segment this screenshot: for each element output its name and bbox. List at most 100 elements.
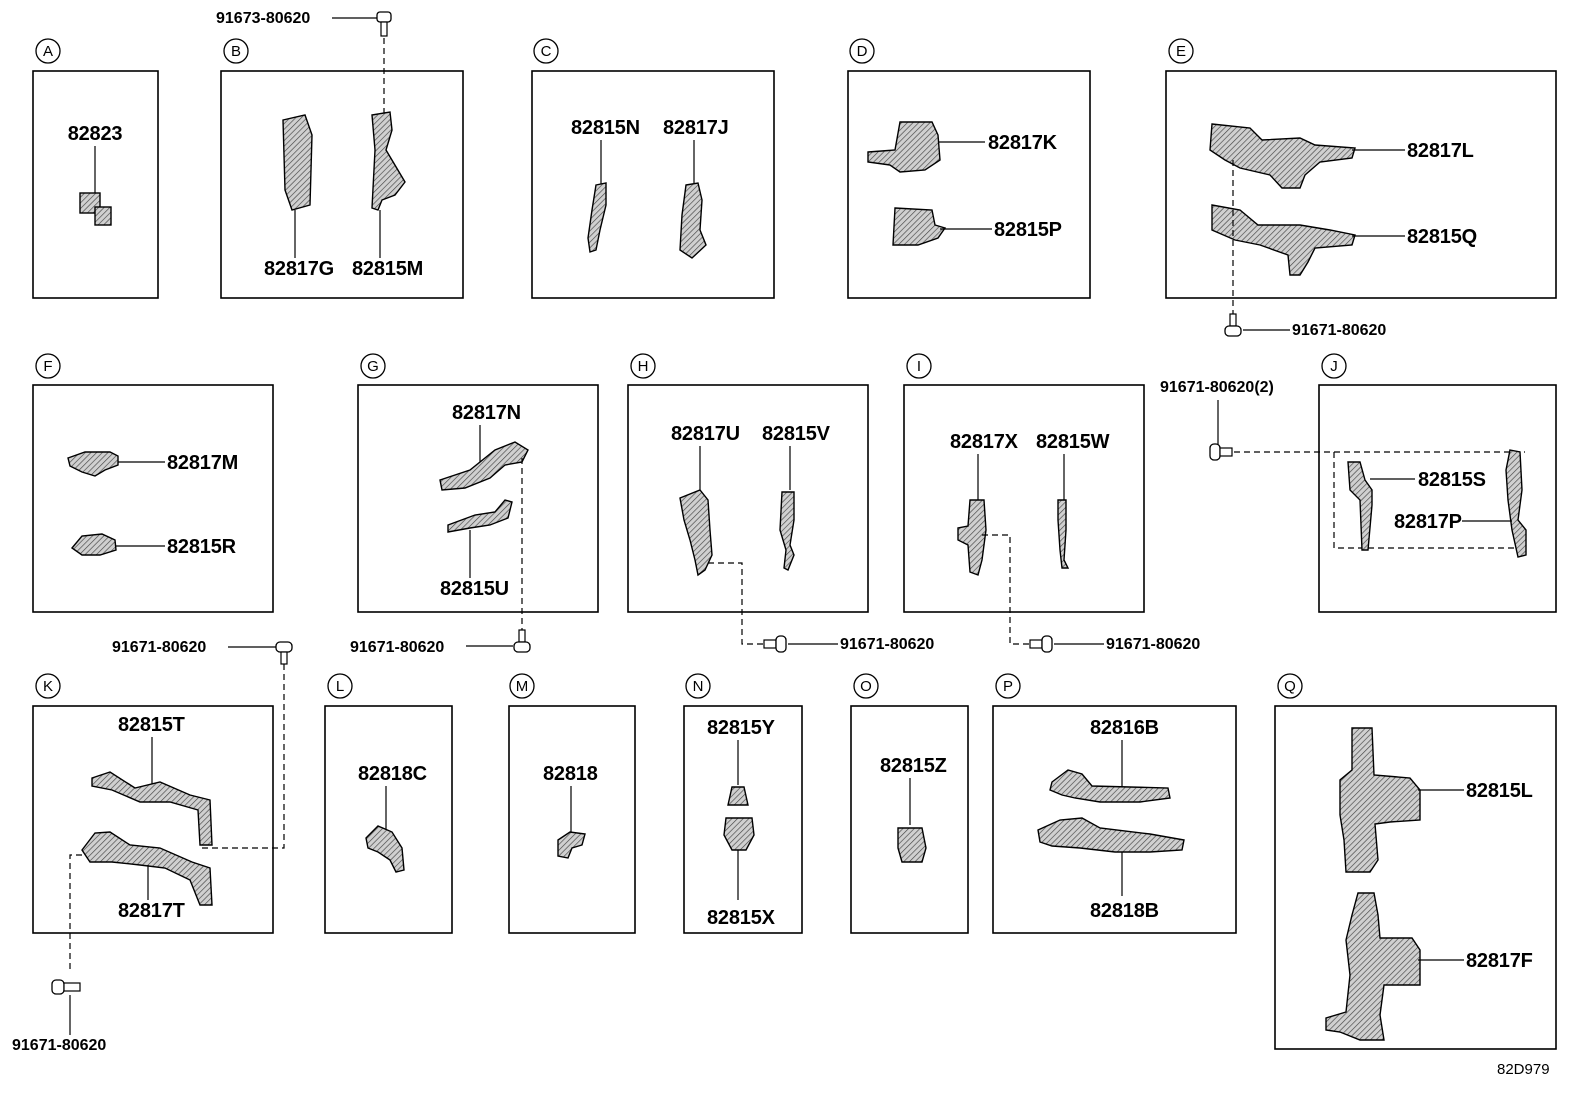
part-82817l-label: 82817L: [1407, 140, 1474, 162]
section-a-letter: A: [43, 43, 53, 60]
section-e: E 82817L 82815Q 91671-80620: [1165, 38, 1557, 339]
section-l: L 82818C: [324, 673, 453, 934]
section-q-box: [1274, 705, 1557, 1050]
part-82815u-shape: [447, 499, 513, 533]
section-e-box: [1165, 70, 1557, 299]
part-82817g-shape: [282, 114, 313, 211]
part-82815m-label: 82815M: [352, 258, 423, 280]
bolt-i-label: 91671-80620: [1106, 636, 1200, 653]
part-82817m-label: 82817M: [167, 452, 238, 474]
part-82815t-label: 82815T: [118, 714, 185, 736]
part-82817k-shape: [867, 121, 941, 173]
section-d-box: [847, 70, 1091, 299]
section-f-letter: F: [43, 358, 52, 375]
part-82815x-label: 82815X: [707, 907, 776, 929]
part-82823-shape: [79, 192, 112, 226]
part-82817l-shape: [1209, 123, 1356, 189]
part-82815v-label: 82815V: [762, 423, 831, 445]
section-b-letter: B: [231, 43, 241, 60]
part-82818b-shape: [1037, 817, 1185, 853]
section-m: M 82818: [508, 673, 636, 934]
section-c-box: [531, 70, 775, 299]
bolt-b-icon: [376, 11, 392, 37]
bolt-g-label: 91671-80620: [350, 639, 444, 656]
section-j-letter: J: [1330, 358, 1338, 375]
section-m-box: [508, 705, 636, 934]
section-q-letter: Q: [1284, 678, 1296, 695]
section-k: K 91671-80620 82815T 82817T 91671-80620: [12, 639, 293, 1054]
section-i: I 82817X 82815W 91671-80620: [903, 353, 1200, 653]
section-p-box: [992, 705, 1237, 934]
section-p: P 82816B 82818B: [992, 673, 1237, 934]
part-82815w-label: 82815W: [1036, 431, 1110, 453]
bolt-j-icon: [1209, 443, 1233, 461]
bolt-k-bottom-icon: [51, 979, 81, 995]
part-82817m-shape: [67, 451, 119, 477]
bolt-j-label: 91671-80620(2): [1160, 379, 1274, 396]
part-82815p-shape: [892, 207, 947, 246]
section-l-letter: L: [336, 678, 344, 695]
part-82815y-label: 82815Y: [707, 717, 776, 739]
bolt-g-icon: [513, 629, 531, 653]
part-82815z-shape: [897, 827, 927, 863]
section-d-letter: D: [857, 43, 868, 60]
section-e-letter: E: [1176, 43, 1186, 60]
section-h: H 82817U 82815V 91671-80620: [627, 353, 934, 653]
part-82815q-shape: [1211, 204, 1356, 276]
section-i-box: [903, 384, 1145, 613]
section-d: D 82817K 82815P: [847, 38, 1091, 299]
section-g: G 82817N 82815U 91671-80620: [350, 353, 599, 656]
part-82817f-label: 82817F: [1466, 950, 1533, 972]
part-82818c-label: 82818C: [358, 763, 427, 785]
section-k-box: [32, 705, 274, 934]
section-b-box: [220, 70, 464, 299]
part-82815v-shape: [779, 491, 795, 571]
section-q: Q 82815L 82817F: [1274, 673, 1557, 1050]
section-b: B 91673-80620 82817G 82815M: [216, 10, 464, 299]
part-82815l-label: 82815L: [1466, 780, 1533, 802]
bolt-k-bottom-label: 91671-80620: [12, 1037, 106, 1054]
section-h-letter: H: [638, 358, 649, 375]
part-82818b-label: 82818B: [1090, 900, 1159, 922]
section-a-box: [32, 70, 159, 299]
part-82818c-shape: [365, 825, 405, 873]
part-82817u-shape: [679, 489, 713, 577]
part-82818-shape: [557, 831, 586, 859]
section-o: O 82815Z: [850, 673, 969, 934]
part-82817x-shape: [957, 499, 987, 576]
part-82815r-label: 82815R: [167, 536, 237, 558]
part-82815r-shape: [70, 533, 117, 556]
part-82815m-shape: [371, 111, 406, 211]
part-82815w-shape: [1057, 499, 1070, 569]
section-a: A 82823: [32, 38, 159, 299]
section-j: J 91671-80620(2) 82815S 82817P: [1160, 353, 1557, 613]
section-j-box: [1318, 384, 1557, 613]
part-82815q-label: 82815Q: [1407, 226, 1477, 248]
section-c-letter: C: [541, 43, 552, 60]
section-n: N 82815Y 82815X: [683, 673, 803, 934]
section-h-box: [627, 384, 869, 613]
section-o-letter: O: [860, 678, 872, 695]
section-n-letter: N: [693, 678, 704, 695]
part-82815n-label: 82815N: [571, 117, 640, 139]
part-82817p-shape: [1505, 449, 1527, 558]
part-82815x-shape: [723, 817, 755, 851]
part-82817u-label: 82817U: [671, 423, 740, 445]
part-82815n-shape: [587, 182, 607, 253]
part-82817g-label: 82817G: [264, 258, 334, 280]
section-n-box: [683, 705, 803, 934]
section-g-letter: G: [367, 358, 379, 375]
bolt-e-label: 91671-80620: [1292, 322, 1386, 339]
bolt-h-label: 91671-80620: [840, 636, 934, 653]
section-f: F 82817M 82815R: [32, 353, 274, 613]
section-m-letter: M: [516, 678, 529, 695]
section-f-box: [32, 384, 274, 613]
bolt-h-icon: [763, 635, 787, 653]
part-82817p-label: 82817P: [1394, 511, 1462, 533]
part-82815s-shape: [1347, 461, 1373, 551]
part-82817f-shape: [1325, 892, 1421, 1041]
part-82817j-shape: [679, 182, 707, 259]
section-k-letter: K: [43, 678, 53, 695]
section-g-box: [357, 384, 599, 613]
